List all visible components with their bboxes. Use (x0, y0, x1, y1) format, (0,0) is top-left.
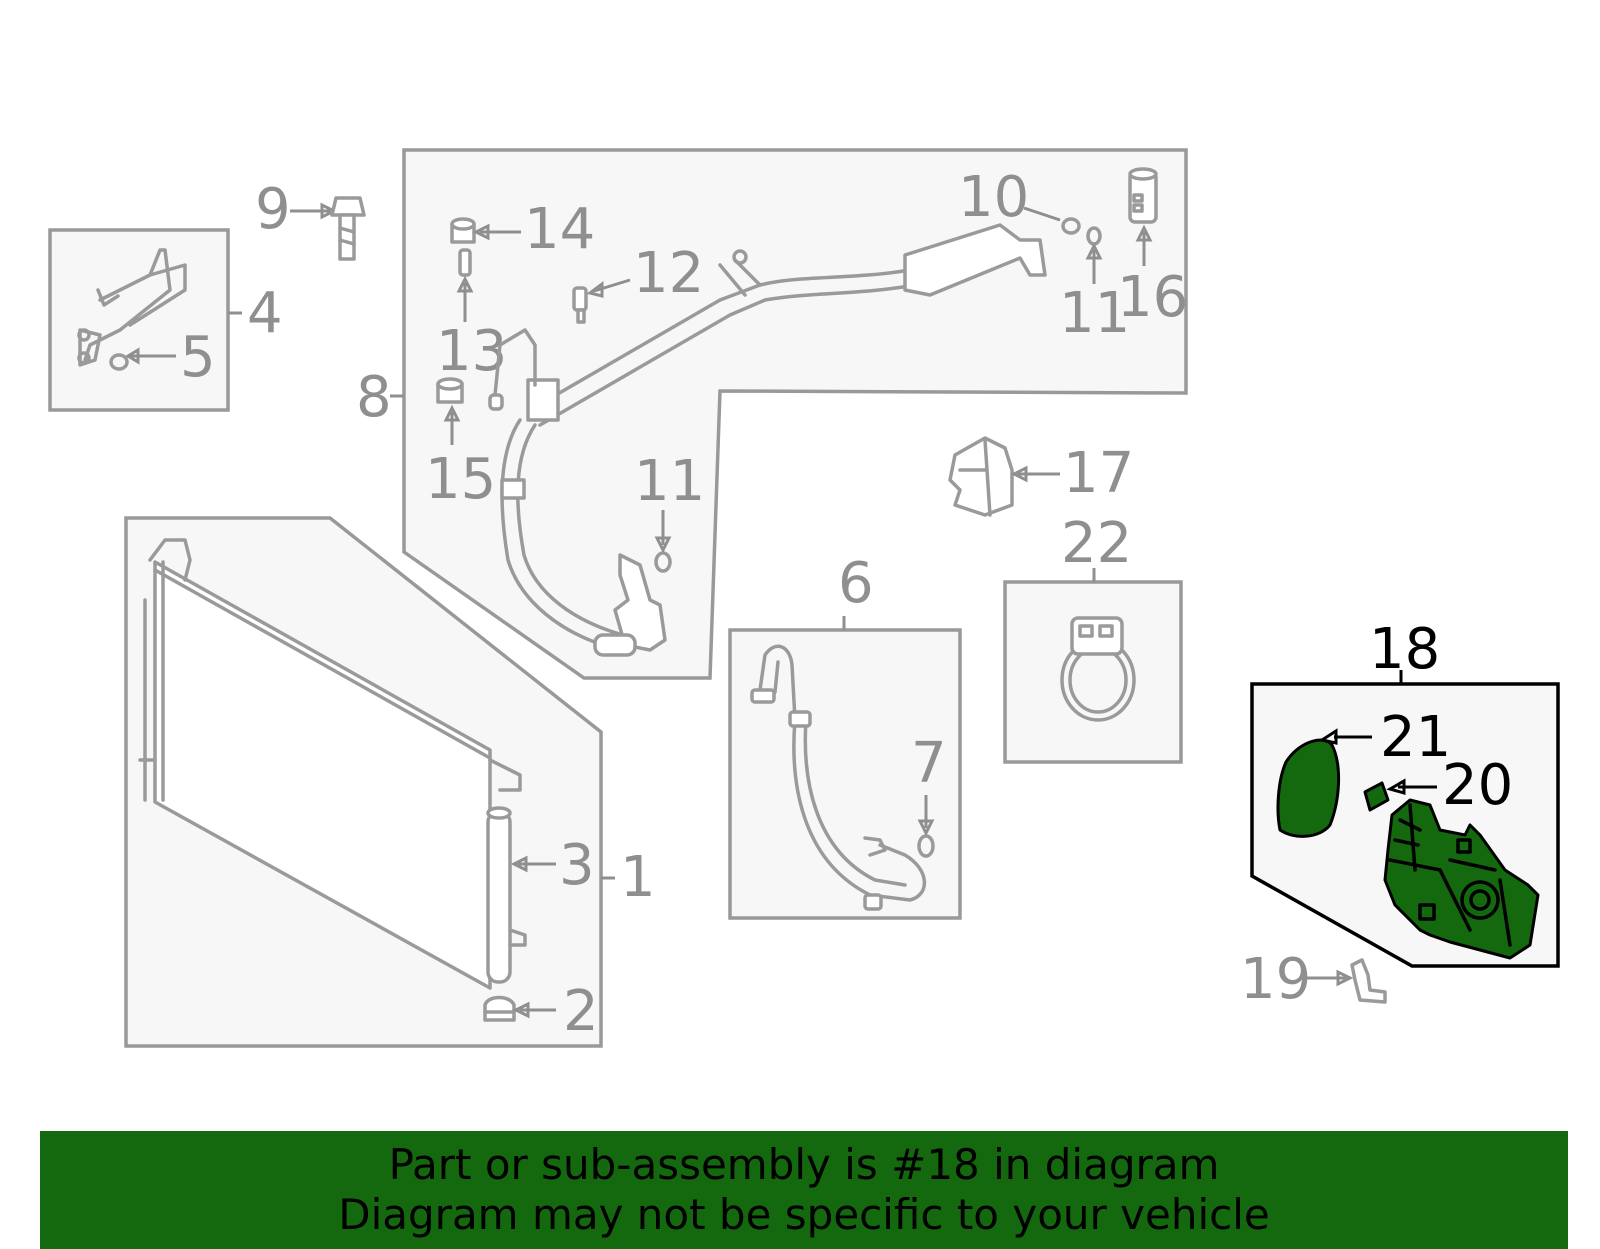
group-19[interactable]: 19 (1240, 947, 1387, 1012)
callout-6[interactable]: 6 (838, 551, 874, 616)
group-17[interactable]: 17 (948, 436, 1134, 517)
box-22 (1003, 580, 1183, 764)
part-9-bolt[interactable] (330, 196, 366, 261)
callout-7[interactable]: 7 (911, 731, 947, 796)
callout-4[interactable]: 4 (247, 281, 283, 346)
part-13-valve-core[interactable] (458, 248, 472, 277)
callout-8[interactable]: 8 (356, 365, 392, 430)
callout-2[interactable]: 2 (563, 979, 599, 1044)
part-13-line[interactable] (488, 328, 537, 411)
callout-16[interactable]: 16 (1117, 265, 1188, 330)
callout-14[interactable]: 14 (524, 197, 595, 262)
callout-3[interactable]: 3 (559, 833, 595, 898)
callout-10[interactable]: 10 (958, 165, 1029, 230)
callout-12[interactable]: 12 (633, 241, 704, 306)
part-16-valve[interactable] (1128, 167, 1158, 224)
part-20-seal[interactable] (1363, 781, 1390, 812)
group-6[interactable]: 6 7 (728, 551, 962, 920)
part-22-clamp[interactable] (1060, 616, 1136, 722)
part-8-hose-assembly[interactable] (500, 223, 1047, 657)
callout-17[interactable]: 17 (1063, 441, 1134, 506)
part-2-cap[interactable] (483, 995, 516, 1022)
part-10-o-ring[interactable] (1061, 217, 1081, 235)
part-18-compressor[interactable] (1383, 798, 1540, 960)
box-8 (402, 148, 1188, 680)
group-4[interactable]: 4 5 (48, 228, 283, 412)
notice-line-2: Diagram may not be specific to your vehi… (338, 1190, 1270, 1239)
callout-5[interactable]: 5 (180, 325, 216, 390)
callout-21[interactable]: 21 (1380, 705, 1451, 770)
notice-line-1: Part or sub-assembly is #18 in diagram (388, 1140, 1220, 1189)
part-19-bracket[interactable] (1350, 958, 1387, 1004)
callout-1[interactable]: 1 (620, 845, 656, 910)
part-3-receiver-drier[interactable] (486, 806, 527, 984)
callout-15[interactable]: 15 (425, 447, 496, 512)
part-15-cap[interactable] (436, 377, 464, 404)
callout-19[interactable]: 19 (1240, 947, 1311, 1012)
group-8[interactable]: 8 14 13 (356, 148, 1188, 680)
part-14-cap[interactable] (450, 217, 476, 244)
group-22[interactable]: 22 (1003, 511, 1183, 764)
callout-18[interactable]: 18 (1369, 617, 1440, 682)
callout-9[interactable]: 9 (255, 177, 291, 242)
group-9[interactable]: 9 (255, 177, 366, 261)
callout-22[interactable]: 22 (1061, 511, 1132, 576)
part-5-o-ring[interactable] (109, 353, 129, 371)
callout-13[interactable]: 13 (436, 319, 507, 384)
part-17-bracket[interactable] (948, 436, 1014, 517)
notice-banner: Part or sub-assembly is #18 in diagram D… (40, 1131, 1568, 1249)
callout-11-upper[interactable]: 11 (1059, 281, 1130, 346)
part-6-hose[interactable] (750, 644, 927, 911)
part-condenser[interactable] (138, 538, 522, 990)
part-12-sensor[interactable] (572, 286, 588, 324)
callout-11-lower[interactable]: 11 (634, 449, 705, 514)
group-18[interactable]: 18 21 20 (1250, 617, 1560, 968)
group-1[interactable]: 1 3 2 (124, 516, 656, 1048)
part-4-pipe-bracket[interactable] (77, 248, 187, 367)
callout-20[interactable]: 20 (1442, 753, 1513, 818)
